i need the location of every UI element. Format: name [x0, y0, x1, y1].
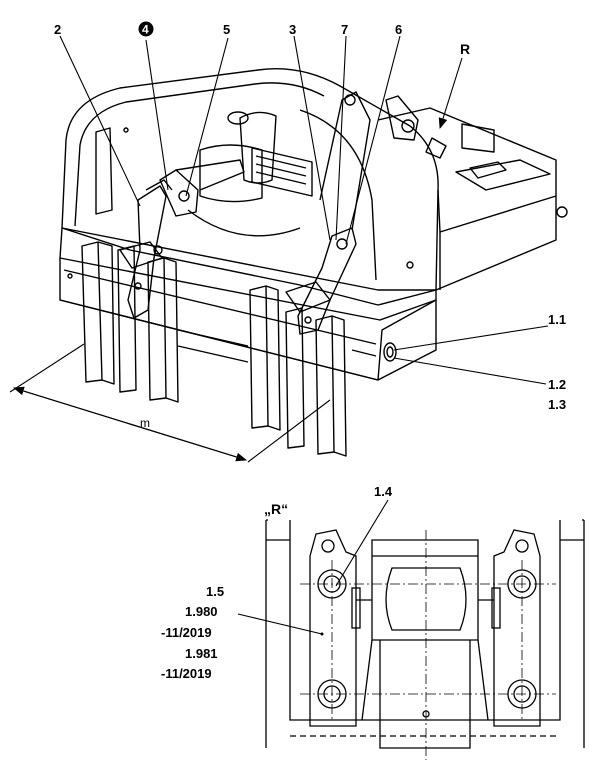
- callout-7: 7: [341, 22, 348, 37]
- housing-hood: [61, 68, 439, 306]
- callout-4-badge: [138, 21, 154, 37]
- right-fork-arm: [297, 227, 357, 335]
- fork-tines: [81, 241, 377, 457]
- detail-view-R: [265, 519, 585, 749]
- leader-dot: [320, 632, 324, 636]
- callout-2: 2: [54, 22, 61, 37]
- callout-R: R: [460, 41, 470, 57]
- callout-4: 4: [142, 23, 149, 37]
- callout-1-4: 1.4: [374, 484, 393, 499]
- center-lines: [300, 530, 556, 760]
- callout-1-2: 1.2: [548, 377, 566, 392]
- leader-lines-top: [59, 35, 549, 385]
- callout-1-980-date: -11/2019: [161, 625, 212, 640]
- callout-1-980: 1.980: [185, 604, 218, 619]
- middle-pivot-arm: [159, 169, 199, 217]
- left-bracket-plate: [309, 529, 357, 727]
- dimension-m: [9, 343, 331, 463]
- iso-view: [59, 68, 568, 457]
- callout-1-1: 1.1: [548, 312, 566, 327]
- callout-1-3: 1.3: [548, 397, 566, 412]
- callout-1-981-date: -11/2019: [161, 666, 212, 681]
- callout-1-981: 1.981: [185, 646, 218, 661]
- callout-1-5: 1.5: [206, 584, 224, 599]
- detail-title: „R“: [264, 501, 288, 517]
- callout-5: 5: [223, 22, 230, 37]
- leader-lines-detail: [237, 499, 389, 635]
- carriage-box: [377, 107, 557, 233]
- dimension-m-label: m: [140, 416, 150, 430]
- right-bracket-plate: [493, 529, 541, 727]
- callout-6: 6: [395, 22, 402, 37]
- callout-3: 3: [289, 22, 296, 37]
